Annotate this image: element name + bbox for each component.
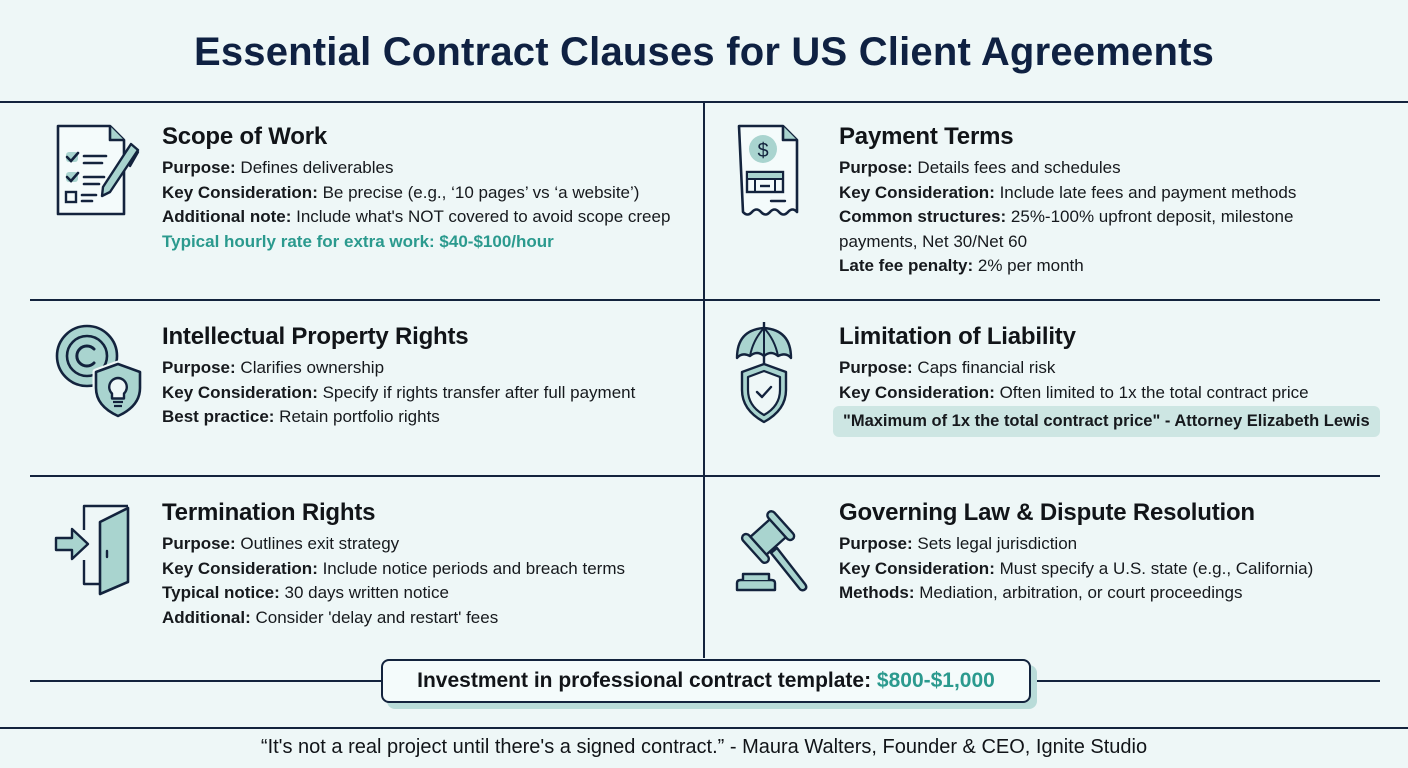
methods-line: Methods: Mediation, arbitration, or cour… <box>839 583 1243 602</box>
attorney-quote: "Maximum of 1x the total contract price"… <box>833 406 1380 437</box>
purpose-line: Purpose: Clarifies ownership <box>162 358 385 377</box>
section-heading: Scope of Work <box>162 123 327 150</box>
checklist-document-pen-icon <box>54 122 144 222</box>
divider-footer <box>0 727 1408 729</box>
purpose-line: Purpose: Sets legal jurisdiction <box>839 534 1078 553</box>
key-consideration-line: Key Consideration: Include notice period… <box>162 558 625 578</box>
investment-label: Investment in professional contract temp… <box>417 669 877 692</box>
section-heading: Termination Rights <box>162 499 376 526</box>
divider-row-2 <box>30 475 1380 477</box>
best-practice-line: Best practice: Retain portfolio rights <box>162 407 440 426</box>
section-heading: Limitation of Liability <box>839 323 1076 350</box>
divider-row-1 <box>30 299 1380 301</box>
svg-text:$: $ <box>757 140 768 162</box>
copyright-shield-lightbulb-icon <box>54 322 144 422</box>
key-consideration-line: Key Consideration: Specify if rights tra… <box>162 382 636 402</box>
purpose-line: Purpose: Defines deliverables <box>162 158 394 177</box>
divider-invest-right <box>1030 680 1380 682</box>
key-consideration-line: Key Consideration: Must specify a U.S. s… <box>839 558 1314 578</box>
typical-notice-line: Typical notice: 30 days written notice <box>162 583 449 602</box>
key-consideration-line: Key Consideration: Often limited to 1x t… <box>839 382 1309 402</box>
purpose-line: Purpose: Details fees and schedules <box>839 158 1121 177</box>
additional-note-line: Additional note: Include what's NOT cove… <box>162 207 671 226</box>
section-heading: Governing Law & Dispute Resolution <box>839 499 1255 526</box>
umbrella-shield-check-icon <box>731 322 821 424</box>
purpose-line: Purpose: Caps financial risk <box>839 358 1056 377</box>
investment-amount: $800-$1,000 <box>876 669 995 692</box>
section-heading: Intellectual Property Rights <box>162 323 469 350</box>
door-exit-arrow-icon <box>54 498 144 598</box>
section-heading: Payment Terms <box>839 123 1014 150</box>
footer-quote: “It's not a real project until there's a… <box>260 736 1148 758</box>
invoice-dollar-icon: $ <box>731 122 821 222</box>
common-structures-line: Common structures: 25%-100% upfront depo… <box>839 207 1294 251</box>
key-consideration-line: Key Consideration: Include late fees and… <box>839 182 1297 202</box>
gavel-icon <box>731 498 821 598</box>
purpose-line: Purpose: Outlines exit strategy <box>162 534 400 553</box>
hourly-rate-highlight: Typical hourly rate for extra work: $40-… <box>162 231 554 251</box>
key-consideration-line: Key Consideration: Be precise (e.g., ‘10… <box>162 182 640 202</box>
additional-line: Additional: Consider 'delay and restart'… <box>162 607 499 627</box>
investment-callout: Investment in professional contract temp… <box>381 659 1031 703</box>
late-fee-line: Late fee penalty: 2% per month <box>839 256 1084 275</box>
divider-center <box>703 101 705 658</box>
page-title: Essential Contract Clauses for US Client… <box>193 30 1215 74</box>
divider-invest-left <box>30 680 382 682</box>
